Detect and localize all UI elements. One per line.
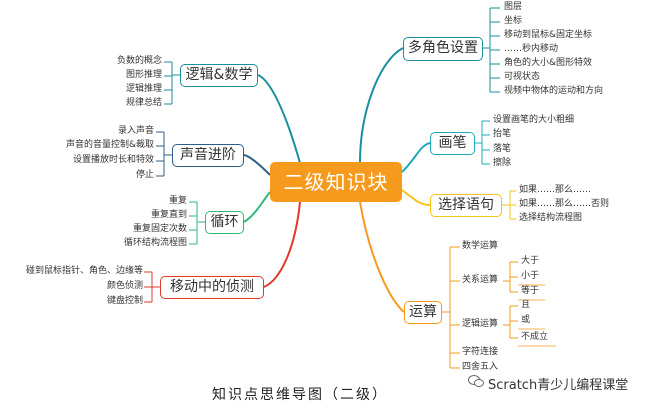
loop-item: 重复 [168,196,187,206]
pen-item: 落笔 [493,144,512,154]
watermark: Scratch青少儿编程课堂 [488,378,629,393]
logic-math-item: 逻辑推理 [125,84,162,94]
compute-item: 四舍五入 [462,362,499,372]
logic-math-item: 规律总结 [125,98,162,108]
select-item: 如果……那么…… [519,185,592,195]
branch-logic-math: 逻辑&数学 [180,64,258,87]
logical-item: 且 [521,300,531,310]
select-item: 选择结构流程图 [519,213,583,223]
moving-item: 颜色侦测 [106,281,143,291]
compute-item: 关系运算 [462,275,499,285]
multi-role-item: 可视状态 [504,72,541,82]
multi-role-item: 图层 [504,2,523,12]
multi-role-item: 视频中物体的运动和方向 [504,86,604,96]
compute-item: 字符连接 [462,347,499,357]
logic-math-item: 图形推理 [125,70,162,80]
multi-role-item: 移动到鼠标&固定坐标 [504,30,593,40]
caption: 知识点思维导图（二级） [212,387,388,403]
sound-item: 设置播放时长和特效 [72,155,154,165]
pen-item: 设置画笔的大小粗细 [493,115,575,125]
moving-item: 键盘控制 [106,296,143,306]
branch-moving-detection: 移动中的侦测 [160,276,264,299]
relational-item: 大于 [521,256,540,266]
logical-item: 或 [521,315,531,325]
moving-item: 碰到鼠标指针、角色、边缘等 [25,266,143,276]
branch-compute: 运算 [404,301,442,324]
loop-item: 重复直到 [150,210,187,220]
branch-multi-role: 多角色设置 [403,37,483,61]
multi-role-item: 角色的大小&图形特效 [504,58,593,68]
compute-item: 数学运算 [462,241,499,251]
loop-item: 循环结构流程图 [123,238,187,248]
pen-item: 擦除 [493,158,512,168]
branch-select: 选择语句 [430,194,502,217]
branch-sound: 声音进阶 [172,144,244,167]
relational-item: 小于 [521,271,540,281]
loop-item: 重复固定次数 [132,224,187,234]
sound-item: 录入声音 [117,126,154,136]
multi-role-item: ……秒内移动 [504,44,559,54]
sound-item: 声音的音量控制&裁取 [65,140,154,150]
logic-math-item: 负数的概念 [116,56,162,66]
sound-item: 停止 [135,170,154,180]
select-item: 如果……那么……否则 [519,199,610,209]
compute-item: 逻辑运算 [462,319,499,329]
relational-item: 等于 [521,286,540,296]
branch-pen: 画笔 [430,132,475,155]
central-topic: 二级知识块 [270,162,402,202]
wechat-icon [468,375,484,387]
pen-item: 抬笔 [493,129,512,139]
logical-item: 不成立 [521,332,549,342]
multi-role-item: 坐标 [504,16,523,26]
branch-loop: 循环 [205,211,244,234]
